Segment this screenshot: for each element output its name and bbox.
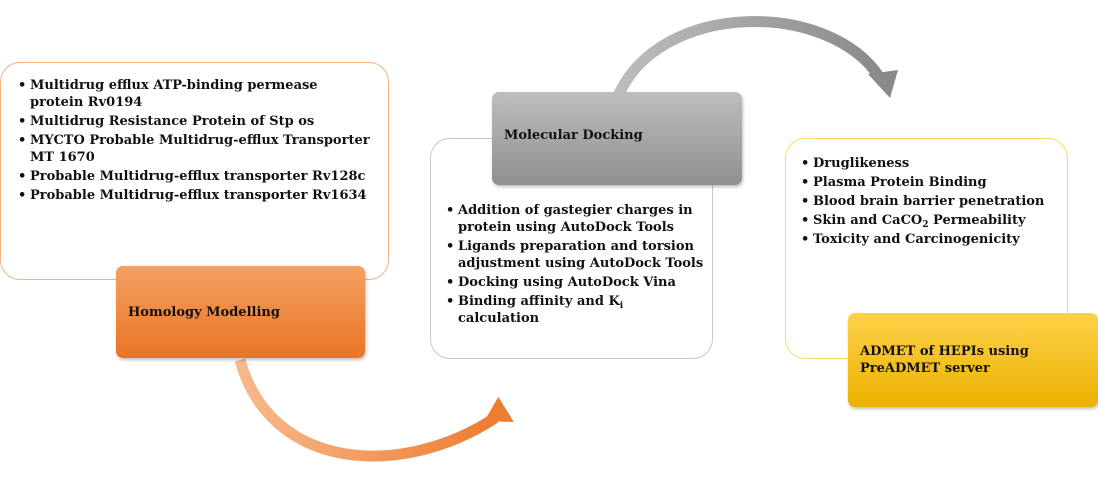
homology-details-box: Multidrug efflux ATP-binding permease pr… bbox=[0, 62, 389, 280]
list-item: Docking using AutoDock Vina bbox=[446, 274, 712, 291]
list-item: Druglikeness bbox=[801, 155, 1067, 172]
list-item: Probable Multidrug-efflux transporter Rv… bbox=[18, 168, 388, 185]
admet-label: ADMET of HEPIs using PreADMET server bbox=[848, 313, 1098, 407]
list-item: Ligands preparation and torsion adjustme… bbox=[446, 238, 708, 272]
list-item: Blood brain barrier penetration bbox=[801, 193, 1067, 210]
list-item: Skin and CaCO2 Permeability bbox=[801, 212, 1067, 230]
list-item: Binding affinity and Ki calculation bbox=[446, 293, 658, 327]
list-item: Multidrug efflux ATP-binding permease pr… bbox=[18, 77, 330, 111]
item-text: Permeability bbox=[928, 213, 1026, 228]
stage-title: Molecular Docking bbox=[504, 128, 643, 143]
subscript: i bbox=[619, 301, 624, 311]
docking-list: Addition of gastegier charges in protein… bbox=[446, 202, 712, 327]
stage-title: ADMET of HEPIs using PreADMET server bbox=[860, 344, 1029, 376]
item-text: Binding affinity and K bbox=[458, 294, 620, 309]
homology-modelling-label: Homology Modelling bbox=[116, 266, 365, 358]
list-item: Probable Multidrug-efflux transporter Rv… bbox=[18, 187, 388, 204]
list-item: Addition of gastegier charges in protein… bbox=[446, 202, 708, 236]
list-item: Plasma Protein Binding bbox=[801, 174, 1067, 191]
list-item: Toxicity and Carcinogenicity bbox=[801, 231, 1067, 248]
item-text: Skin and CaCO bbox=[813, 213, 923, 228]
molecular-docking-label: Molecular Docking bbox=[492, 92, 742, 185]
stage-title: Homology Modelling bbox=[128, 304, 280, 320]
orange-curved-arrow bbox=[234, 358, 514, 462]
subscript: 2 bbox=[922, 220, 929, 230]
item-text: calculation bbox=[458, 311, 540, 326]
homology-list: Multidrug efflux ATP-binding permease pr… bbox=[18, 77, 388, 204]
gray-curved-arrow bbox=[612, 16, 898, 99]
list-item: MYCTO Probable Multidrug-efflux Transpor… bbox=[18, 132, 380, 166]
list-item: Multidrug Resistance Protein of Stp os bbox=[18, 113, 388, 130]
admet-list: Druglikeness Plasma Protein Binding Bloo… bbox=[801, 155, 1067, 248]
